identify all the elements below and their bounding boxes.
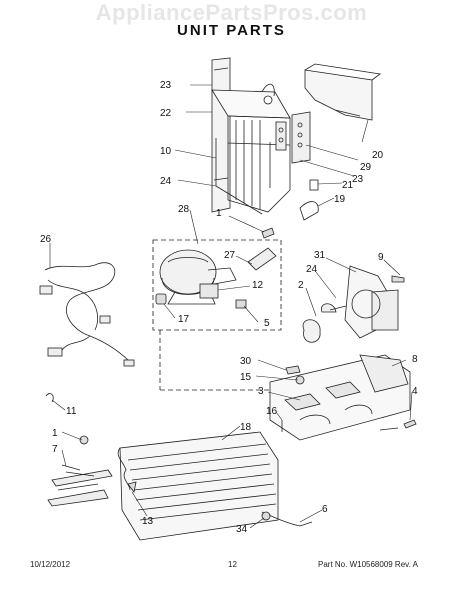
bracket [291,111,311,164]
callout-23-top: 23 [160,80,172,91]
evaporator-assembly [211,57,291,213]
callout-24: 24 [306,264,318,275]
callout-30: 30 [240,356,252,367]
callout-4: 4 [412,386,418,397]
callout-23-right: 23 [352,174,364,185]
callout-29: 29 [360,162,372,173]
condenser-coil [117,431,279,541]
callout-28: 28 [178,204,190,215]
callout-17: 17 [178,314,190,325]
callout-5: 5 [264,318,270,329]
heater-element [47,435,113,507]
callout-20: 20 [372,150,384,161]
callout-9: 9 [378,252,384,263]
callout-18: 18 [240,422,252,433]
watermark: AppliancePartsPros.com [95,0,368,25]
callout-1-top: 1 [216,208,222,219]
callout-13: 13 [142,516,154,527]
footer-page: 12 [228,560,237,569]
callout-1-left: 1 [52,428,58,439]
callout-19: 19 [334,194,346,205]
callout-16: 16 [266,406,278,417]
wire-harness [39,262,135,367]
callout-11: 11 [66,406,77,417]
duct-cover [304,63,382,121]
callout-10: 10 [160,146,172,157]
callout-8: 8 [412,354,418,365]
callout-12: 12 [252,280,264,291]
callout-26: 26 [40,234,52,245]
clip [299,179,319,221]
heater-wires [215,138,271,215]
callout-25: 24 [160,176,172,187]
callout-15: 15 [240,372,252,383]
callout-7: 7 [52,444,58,455]
callout-31: 31 [314,250,326,261]
page-title: UNIT PARTS [177,22,286,39]
relay [247,247,277,271]
condenser-fan-assembly [302,265,399,343]
footer-date: 10/12/2012 [30,560,71,569]
callout-21: 21 [342,180,354,191]
callout-22: 22 [160,108,172,119]
callout-6: 6 [322,504,328,515]
footer-part-no: Part No. W10568009 Rev. A [318,560,418,569]
callout-34: 34 [236,524,248,535]
callout-3: 3 [258,386,264,397]
callout-2: 2 [298,280,304,291]
compressor [159,249,237,305]
callout-27: 27 [224,250,236,261]
